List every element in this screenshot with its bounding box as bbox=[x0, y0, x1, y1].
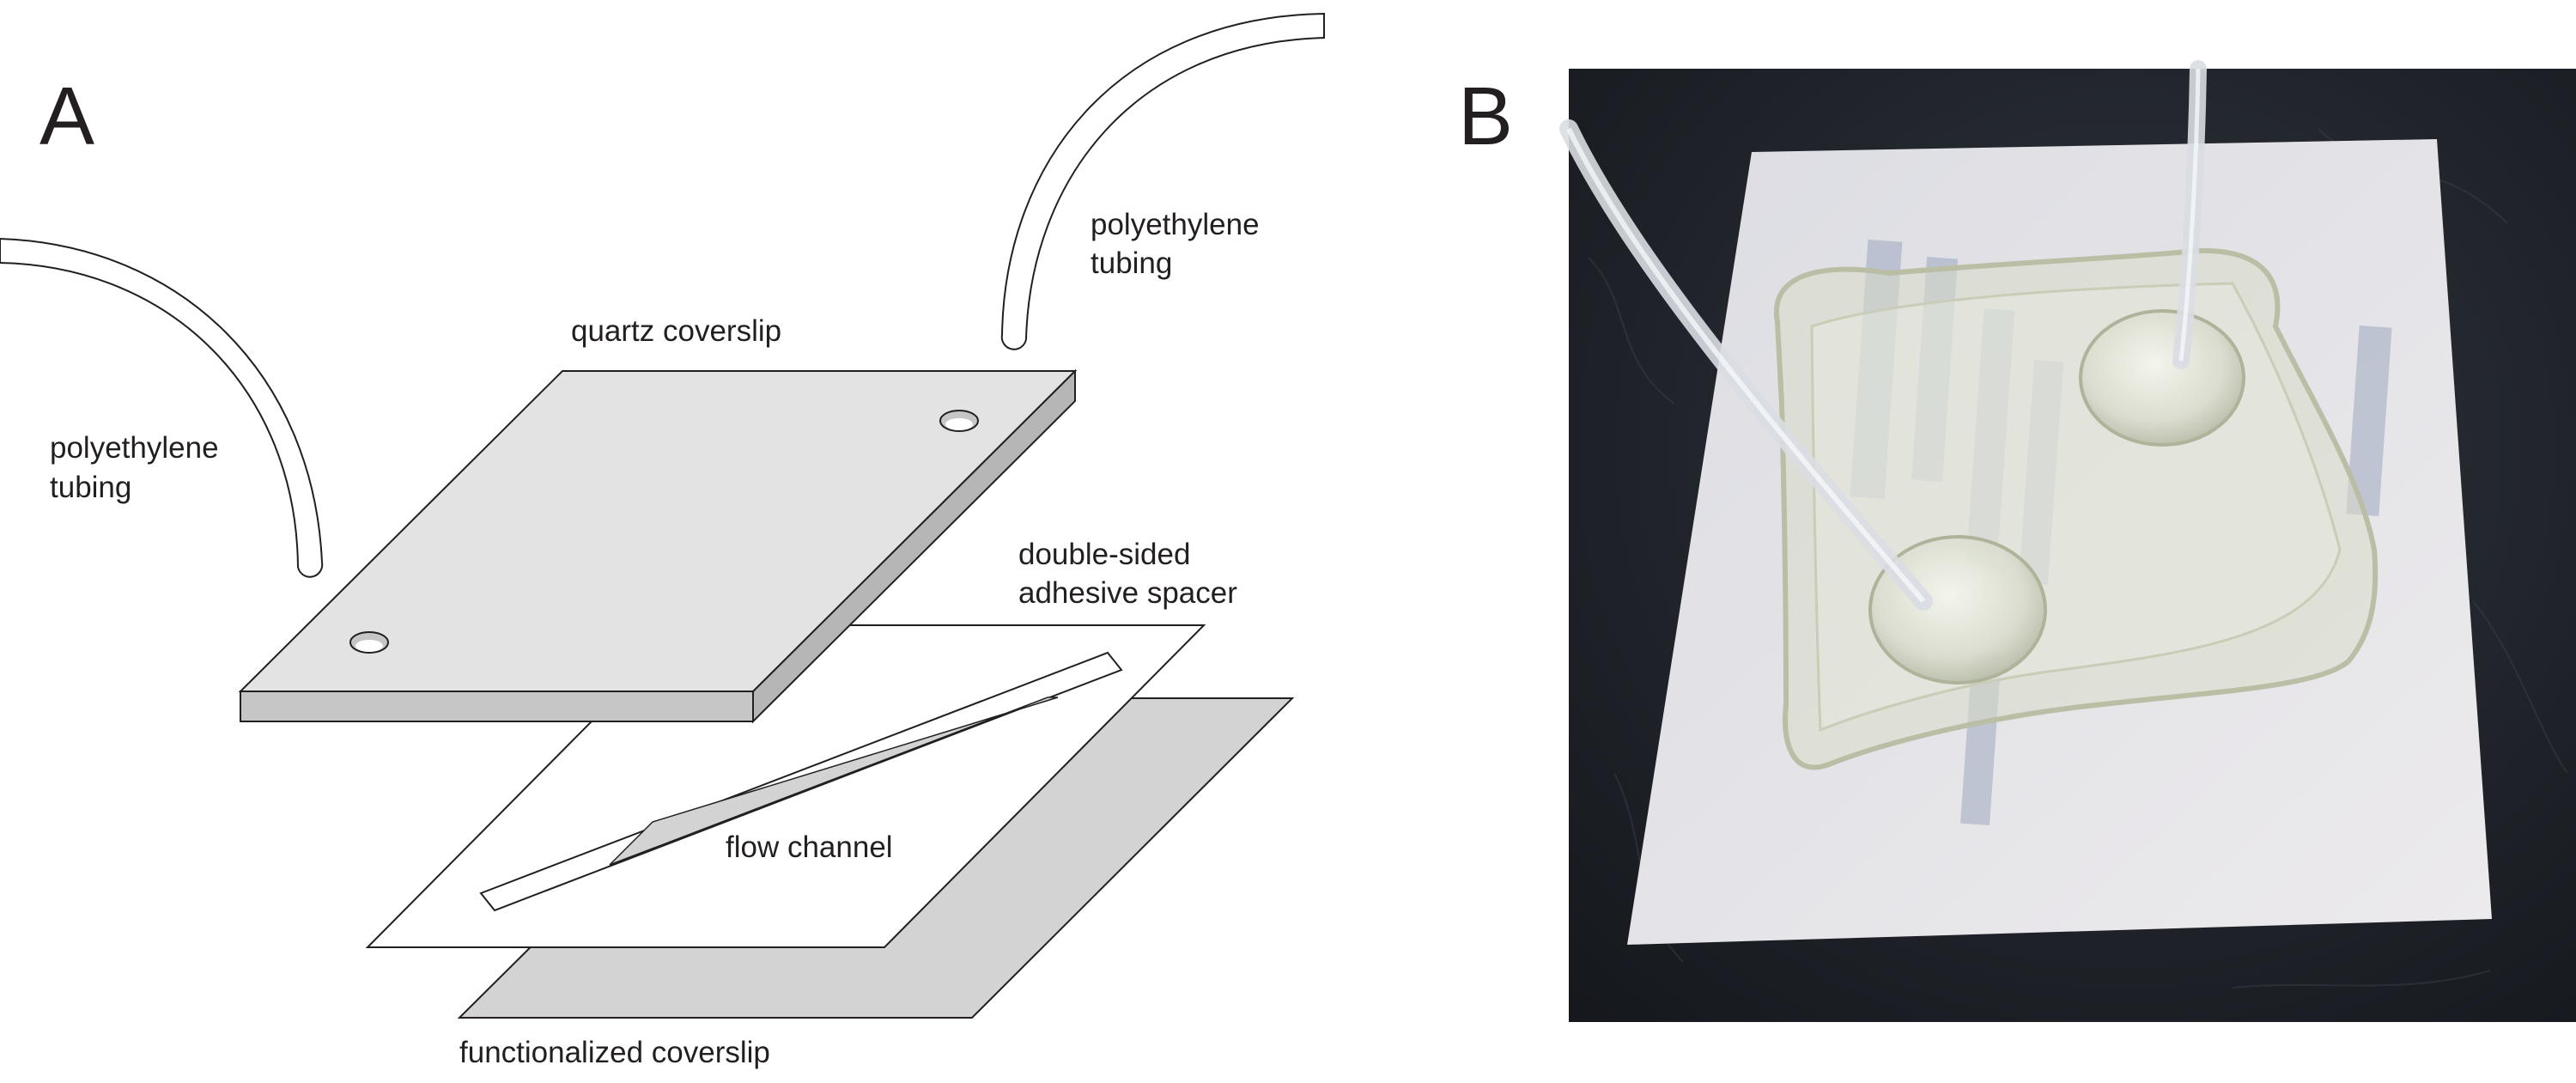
panel-a: A polyethylene bbox=[0, 12, 1325, 1069]
photo-tubing-left-highlight bbox=[1566, 127, 1926, 603]
flow-channel-shadow bbox=[609, 697, 1059, 866]
inlet-drop bbox=[1868, 535, 2047, 684]
quartz-coverslip-top bbox=[238, 370, 1078, 692]
photo-tubing-right-highlight bbox=[2178, 68, 2201, 362]
device-photo bbox=[1559, 60, 2576, 1022]
left-tubing bbox=[0, 237, 324, 578]
panel-a-letter: A bbox=[39, 70, 94, 162]
right-tubing bbox=[1000, 12, 1325, 350]
label-adhesive-spacer: double-sided adhesive spacer bbox=[1018, 538, 1237, 610]
panel-b-letter: B bbox=[1458, 70, 1513, 162]
label-quartz-coverslip: quartz coverslip bbox=[571, 314, 781, 348]
label-tubing-left: polyethylene tubing bbox=[50, 431, 227, 504]
label-tubing-right: polyethylene tubing bbox=[1091, 208, 1267, 280]
label-functionalized-coverslip: functionalized coverslip bbox=[459, 1036, 770, 1069]
panel-b: B bbox=[1458, 60, 2576, 1022]
label-flow-channel: flow channel bbox=[726, 831, 893, 864]
outlet-hole bbox=[939, 410, 979, 432]
quartz-coverslip-front-edge bbox=[240, 691, 754, 722]
inlet-hole bbox=[349, 631, 389, 654]
outlet-drop bbox=[2079, 309, 2245, 447]
quartz-coverslip bbox=[238, 368, 1078, 724]
